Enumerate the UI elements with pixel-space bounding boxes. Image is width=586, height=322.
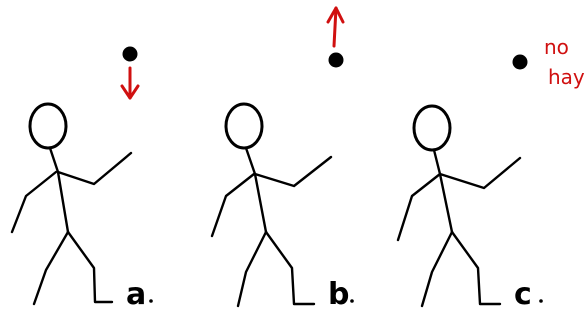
stick-figure-right-arm — [438, 156, 522, 190]
panel-label-a: a — [126, 277, 146, 312]
ball — [512, 54, 528, 70]
label-dot — [149, 299, 153, 303]
label-dot — [539, 299, 543, 303]
stick-figure-right-arm — [56, 151, 133, 186]
stick-figure-head — [28, 102, 68, 150]
ball — [328, 52, 344, 68]
stick-figure-a — [10, 102, 133, 306]
stick-figure-left-arm — [10, 170, 58, 234]
up-arrow-icon — [326, 6, 345, 48]
panel-a: a — [10, 46, 153, 312]
down-arrow-icon — [120, 66, 140, 100]
panel-label-c: c — [514, 277, 532, 312]
stick-figure-right-leg — [450, 230, 502, 306]
stick-figure-body — [432, 148, 454, 234]
stick-figure-head — [412, 104, 452, 152]
panel-label-b: b — [328, 277, 349, 312]
annotation-line-hay: hay — [548, 65, 585, 89]
panel-c: no hay c — [396, 35, 585, 312]
stick-figure-left-leg — [236, 230, 268, 308]
stick-figure-body — [244, 146, 268, 234]
stick-figure-head — [224, 102, 264, 150]
ball — [122, 46, 138, 62]
stick-figure-right-arm — [253, 155, 333, 188]
stick-figure-left-leg — [32, 230, 70, 306]
stick-figure-right-leg — [66, 230, 114, 304]
stick-figure-b — [210, 102, 333, 308]
stick-figure-body — [48, 146, 70, 234]
stick-figure-right-leg — [264, 230, 316, 306]
stick-figure-left-arm — [210, 172, 256, 238]
panel-b: b — [210, 6, 354, 312]
stick-figure-c — [396, 104, 522, 308]
stick-figure-left-arm — [396, 172, 442, 242]
stick-figure-left-leg — [420, 230, 454, 308]
annotation-line-no: no — [544, 35, 569, 59]
annotation-no-hay: no hay — [544, 35, 585, 89]
label-dot — [350, 299, 354, 303]
